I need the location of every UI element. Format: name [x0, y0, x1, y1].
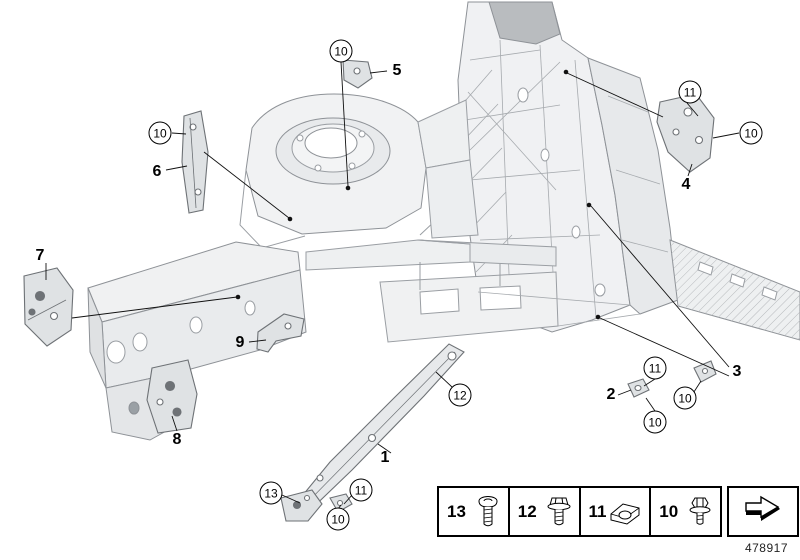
strut-tower: [239, 93, 479, 249]
callout-8[interactable]: 8: [172, 431, 182, 448]
part-7-bracket-drawing: [23, 267, 74, 347]
callout-10[interactable]: 10: [329, 39, 353, 63]
callout-9[interactable]: 9: [235, 334, 245, 351]
part-1-brace-drawing: [280, 343, 465, 522]
callout-10[interactable]: 10: [673, 386, 697, 410]
legend-item-label: 12: [517, 501, 537, 521]
legend-item-label: 10: [659, 501, 679, 521]
hex-screw-icon: [546, 495, 572, 529]
part-4-bracket-drawing: [656, 93, 715, 173]
callout-10[interactable]: 10: [643, 410, 667, 434]
fastener-legend: 13 12: [437, 486, 722, 537]
legend-item-11[interactable]: 11: [581, 488, 652, 535]
leader-lines: [45, 61, 740, 510]
callout-6[interactable]: 6: [152, 163, 162, 180]
direction-arrow-icon: [741, 492, 785, 531]
callout-4[interactable]: 4: [681, 176, 691, 193]
diagram-number: 478917: [744, 541, 788, 555]
callout-3[interactable]: 3: [732, 363, 742, 380]
callout-10[interactable]: 10: [148, 121, 172, 145]
rocker-sill: [669, 239, 800, 341]
part-5-bracket-drawing: [342, 59, 373, 89]
part-9-bracket-drawing: [256, 313, 305, 353]
part-2-clip-drawing: [627, 378, 650, 398]
callout-11[interactable]: 11: [678, 80, 702, 104]
legend-item-13[interactable]: 13: [439, 488, 510, 535]
part-8-bracket-drawing: [146, 359, 198, 434]
callout-5[interactable]: 5: [392, 62, 402, 79]
torx-screw-icon: [475, 495, 501, 529]
callout-10[interactable]: 10: [739, 121, 763, 145]
direction-arrow-box[interactable]: [727, 486, 799, 537]
callout-7[interactable]: 7: [35, 247, 45, 264]
engine-bay-members: [305, 239, 641, 343]
legend-item-10[interactable]: 10: [651, 488, 720, 535]
legend-item-12[interactable]: 12: [510, 488, 581, 535]
part-6-bracket-drawing: [181, 110, 209, 214]
part-3-bracket-drawing: [693, 360, 717, 383]
callout-2[interactable]: 2: [606, 386, 616, 403]
callout-11[interactable]: 11: [349, 478, 373, 502]
legend-item-label: 13: [447, 501, 466, 521]
attachment-dots: [235, 69, 601, 320]
callout-12[interactable]: 12: [448, 383, 472, 407]
callout-1[interactable]: 1: [380, 449, 390, 466]
hex-bolt-icon: [687, 495, 713, 529]
callout-13[interactable]: 13: [259, 481, 283, 505]
callout-11[interactable]: 11: [643, 356, 667, 380]
callout-10[interactable]: 10: [326, 507, 350, 531]
cage-nut-icon: [608, 498, 642, 526]
legend-item-label: 11: [588, 501, 607, 521]
